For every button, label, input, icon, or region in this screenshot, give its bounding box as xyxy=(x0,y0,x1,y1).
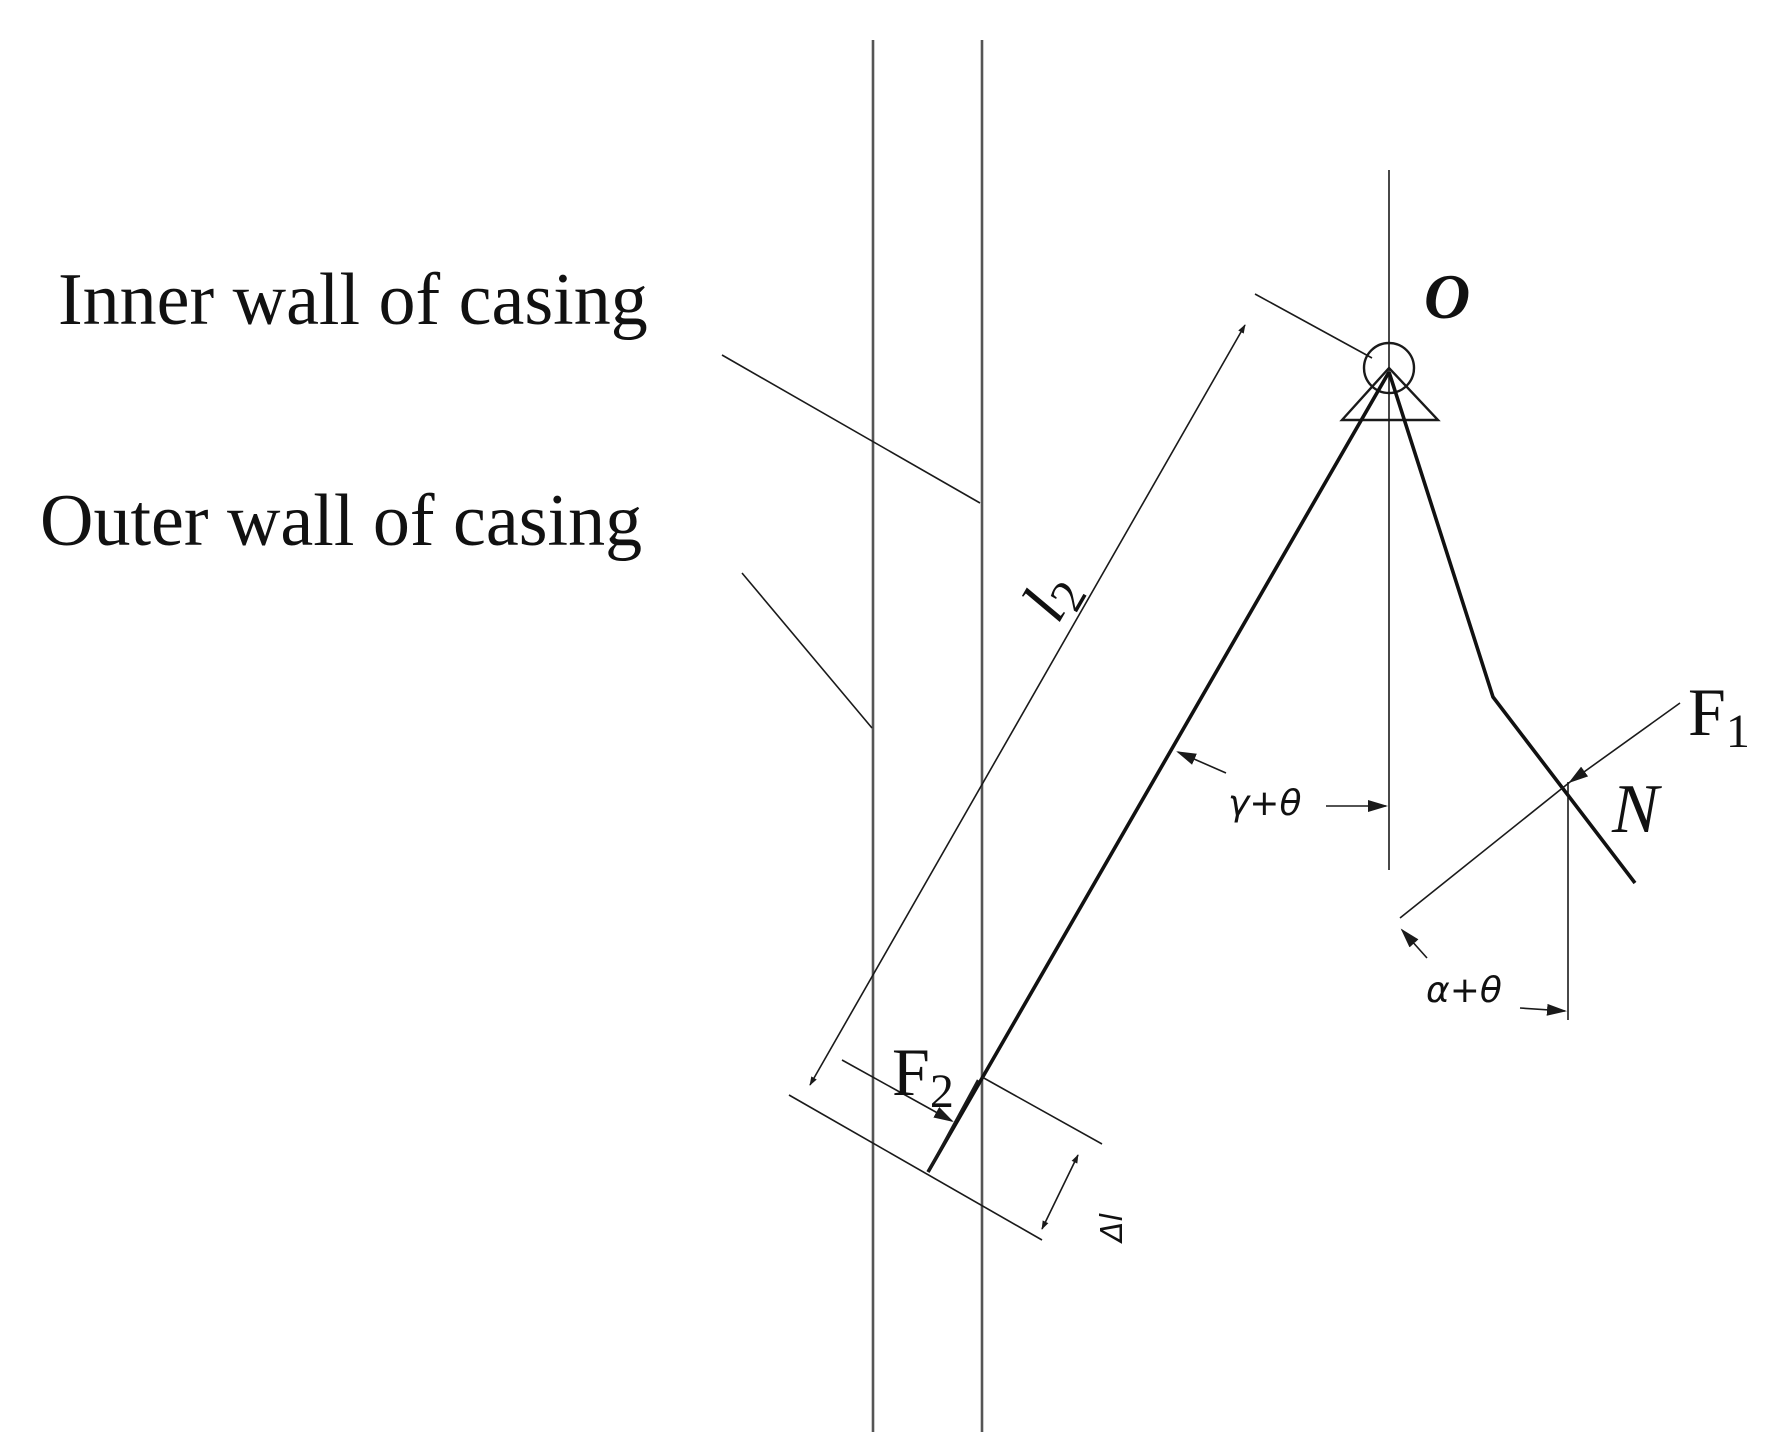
inner-wall-leader-line xyxy=(721,354,981,504)
arm-length-extension-bottom xyxy=(788,1094,1043,1241)
long-arm xyxy=(926,371,1391,1173)
gamma-theta-arrow-left xyxy=(1176,751,1227,774)
delta-l-dimension-line xyxy=(1041,1154,1079,1230)
delta-l-label: Δl xyxy=(1095,1212,1130,1244)
arm-length-dimension-line xyxy=(809,324,1246,1086)
pivot-support-triangle xyxy=(1339,366,1441,422)
pivot-label: O xyxy=(1424,261,1470,332)
gamma-theta-label: γ+θ xyxy=(1228,783,1302,824)
force-2-label-base: F xyxy=(892,1034,930,1110)
inner-wall-label: Inner wall of casing xyxy=(58,259,648,341)
force-1-label: F1 xyxy=(1688,674,1750,758)
alpha-theta-arrow-right xyxy=(1519,1003,1567,1016)
alpha-theta-label: α+θ xyxy=(1426,970,1502,1011)
force-2-label-sub: 2 xyxy=(930,1065,954,1118)
outer-wall-label: Outer wall of casing xyxy=(40,480,642,562)
delta-l-extension-line xyxy=(981,1076,1103,1145)
force-2-arrow xyxy=(841,1059,954,1122)
force-1-label-sub: 1 xyxy=(1726,705,1750,758)
force-1-extension-line xyxy=(1399,781,1571,919)
bent-arm xyxy=(1387,371,1637,885)
arm-length-extension-top xyxy=(1254,293,1373,359)
svg-text:Δl: Δl xyxy=(1095,1212,1130,1244)
force-1-line xyxy=(1568,702,1681,784)
force-1-label-base: F xyxy=(1688,674,1726,750)
pivot-circle xyxy=(1362,341,1416,395)
arm-tip-contact-line xyxy=(926,1079,980,1173)
arm-length-label: l2 xyxy=(1008,559,1098,635)
alpha-theta-arrow-left xyxy=(1400,928,1428,959)
svg-text:l2: l2 xyxy=(1008,559,1098,635)
force-2-label: F2 xyxy=(892,1034,954,1118)
outer-wall-leader-line xyxy=(741,572,873,729)
normal-force-label: N xyxy=(1611,771,1662,848)
